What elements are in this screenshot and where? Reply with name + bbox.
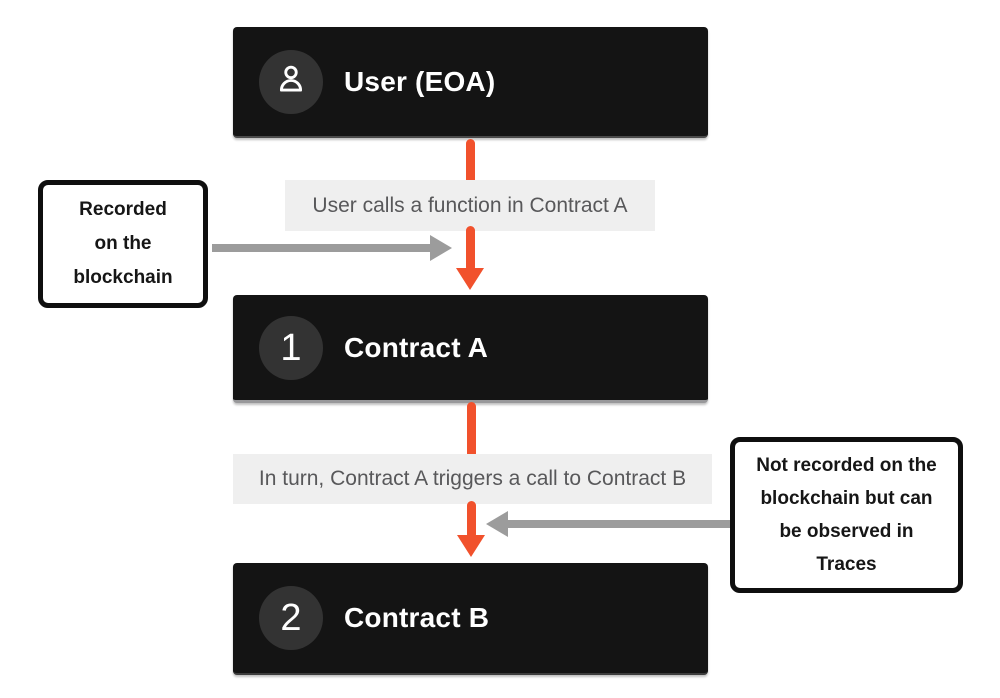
- node-title: Contract B: [344, 602, 490, 633]
- user-avatar-circle: [259, 49, 323, 114]
- note-line: Not recorded on the: [756, 455, 937, 476]
- flow-label-user-call: User calls a function in Contract A: [285, 180, 655, 231]
- note-line: on the: [94, 233, 152, 254]
- gray-arrow-left-shaft: [508, 520, 730, 528]
- orange-arrowhead-down-2: [457, 535, 485, 557]
- orange-arrow-1-lower-segment: [466, 226, 475, 272]
- note-line: Traces: [816, 554, 877, 575]
- note-recorded-on-blockchain: Recorded on the blockchain: [38, 180, 208, 308]
- note-line: Recorded: [79, 199, 167, 220]
- user-icon: [273, 61, 309, 102]
- node-title: User (EOA): [344, 65, 496, 97]
- gray-arrow-right-shaft: [212, 244, 432, 252]
- gray-arrowhead-left: [486, 511, 508, 537]
- flow-label-contract-call: In turn, Contract A triggers a call to C…: [233, 454, 712, 504]
- step-badge-1: 1: [259, 315, 323, 380]
- note-line: blockchain but can: [760, 488, 933, 509]
- step-number: 1: [280, 326, 302, 369]
- node-title: Contract A: [344, 331, 489, 363]
- note-line: blockchain: [73, 267, 173, 288]
- note-not-recorded-traces: Not recorded on the blockchain but can b…: [730, 437, 963, 593]
- node-user-eoa: User (EOA): [233, 27, 708, 138]
- step-badge-2: 2: [259, 586, 323, 650]
- orange-arrow-1-upper-segment: [466, 139, 475, 187]
- orange-arrow-2-lower-segment: [467, 501, 476, 539]
- node-contract-a: 1 Contract A: [233, 295, 708, 403]
- gray-arrowhead-right: [430, 235, 452, 261]
- step-number: 2: [280, 597, 302, 639]
- orange-arrow-2-upper-segment: [467, 402, 476, 458]
- node-contract-b: 2 Contract B: [233, 563, 708, 675]
- note-line: be observed in: [779, 521, 914, 542]
- orange-arrowhead-down-1: [456, 268, 484, 290]
